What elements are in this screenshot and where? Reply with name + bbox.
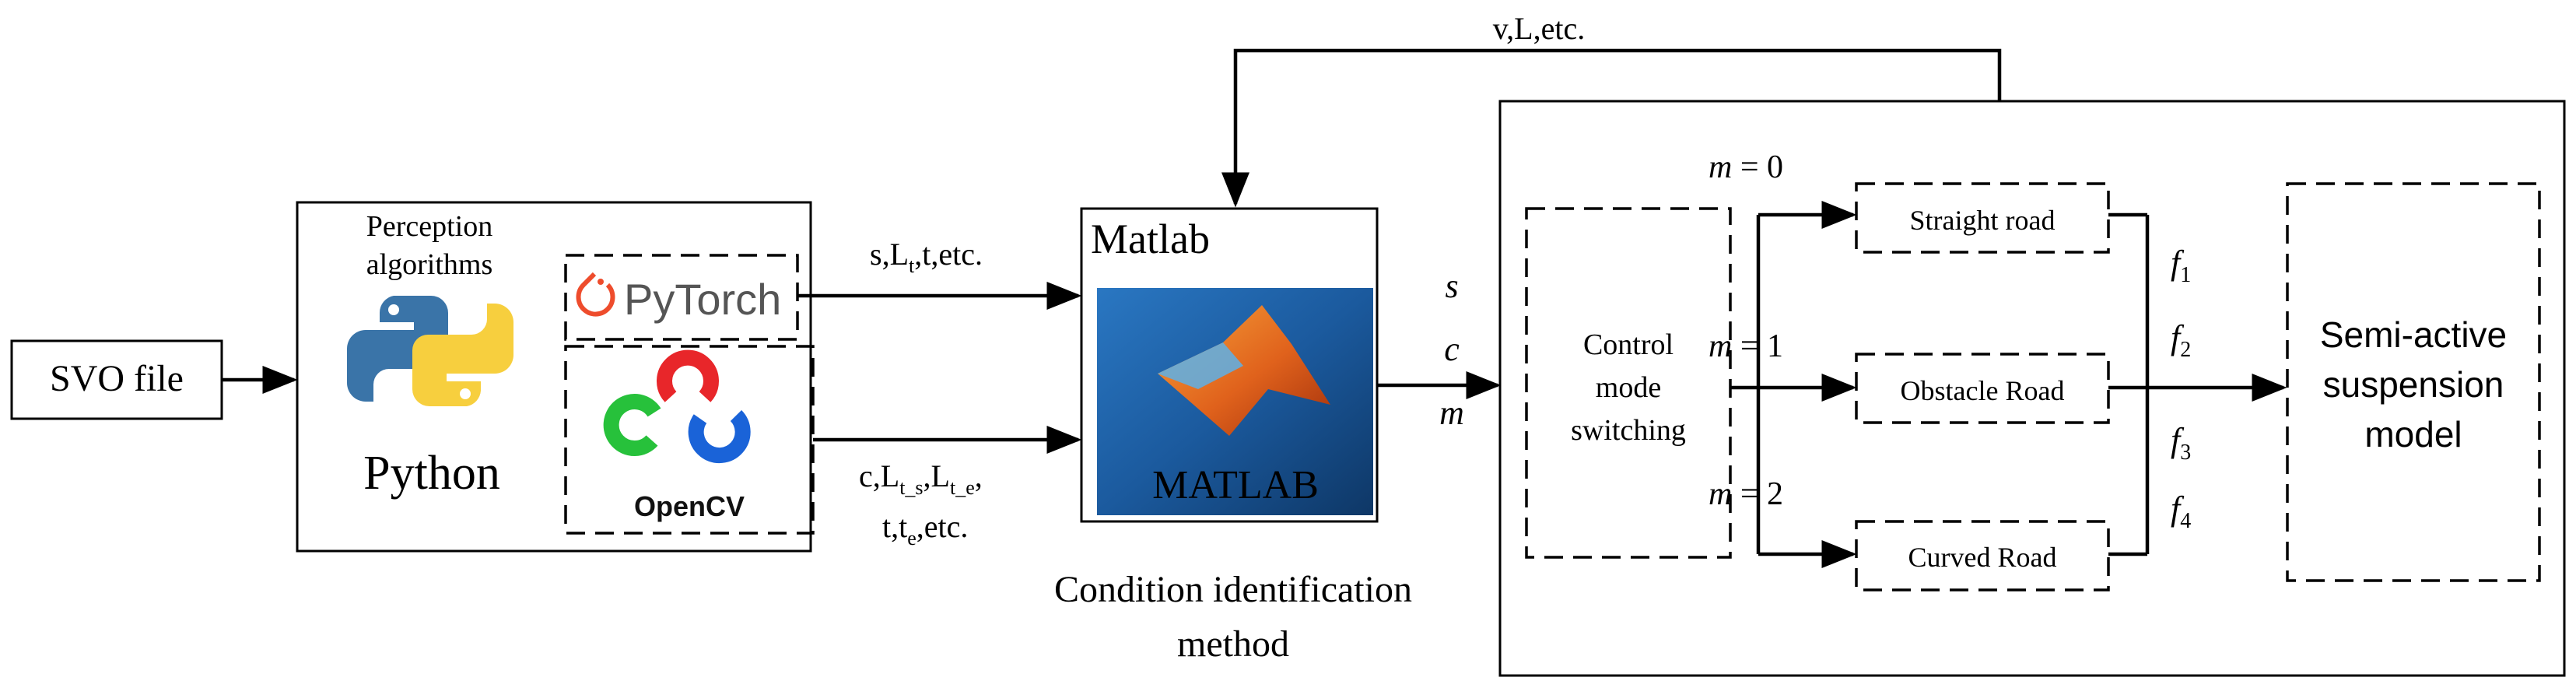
suspension-label-line2: suspension [2323,364,2504,405]
perception-title-line2: algorithms [366,248,493,281]
control-mode-box [1525,207,1732,559]
curved-road-label: Curved Road [1908,542,2057,573]
arrow-feedback-to-matlab [1221,48,2002,208]
control-system-box [1498,100,2566,677]
output-s: s [1445,267,1458,305]
perception-title-line1: Perception [366,210,493,243]
python-label: Python [363,447,500,500]
python-logo-icon [347,296,513,406]
output-m: m [1439,394,1464,432]
obstacle-road-label: Obstacle Road [1901,375,2065,406]
mode-label-1: m = 1 [1709,328,1783,364]
matlab-logo-icon: MATLAB [1097,288,1373,515]
force-f4: f4 [2171,490,2191,533]
opencv-output-label-line1: c,Lt_s,Lt_e, [859,458,983,499]
opencv-label: OpenCV [634,490,745,522]
perception-box: Perception algorithms Python PyTorch Ope… [296,201,815,553]
suspension-model-box [2286,182,2541,582]
pytorch-output-label: s,Lt,t,etc. [870,237,983,277]
matlab-title: Matlab [1091,216,1210,262]
suspension-label-line3: model [2364,414,2462,455]
control-label-line1: Control [1583,328,1674,361]
opencv-box [564,345,815,535]
pytorch-flame-icon [576,272,615,317]
matlab-box: Matlab MATLAB Condition identification m… [1054,207,1412,665]
straight-road-label: Straight road [1910,205,2056,236]
feedback-label: v,L,etc. [1493,11,1585,46]
svo-file-box: SVO file [10,339,223,420]
suspension-label-line1: Semi-active [2320,314,2507,355]
mode-label-0: m = 0 [1709,149,1783,185]
straight-road-box [1855,182,2110,254]
obstacle-road-box [1855,353,2110,424]
svo-file-label: SVO file [50,358,184,399]
curved-road-box [1855,520,2110,591]
pytorch-label: PyTorch [624,275,781,324]
matlab-logo-text: MATLAB [1152,463,1319,507]
matlab-caption-line2: method [1177,623,1289,665]
mode-label-2: m = 2 [1709,476,1783,512]
matlab-caption-line1: Condition identification [1054,569,1412,610]
control-label-line2: mode [1596,371,1661,404]
output-c: c [1444,330,1460,368]
opencv-logo-icon [603,349,751,464]
control-label-line3: switching [1571,414,1686,447]
opencv-output-label-line2: t,te,etc. [882,509,968,549]
